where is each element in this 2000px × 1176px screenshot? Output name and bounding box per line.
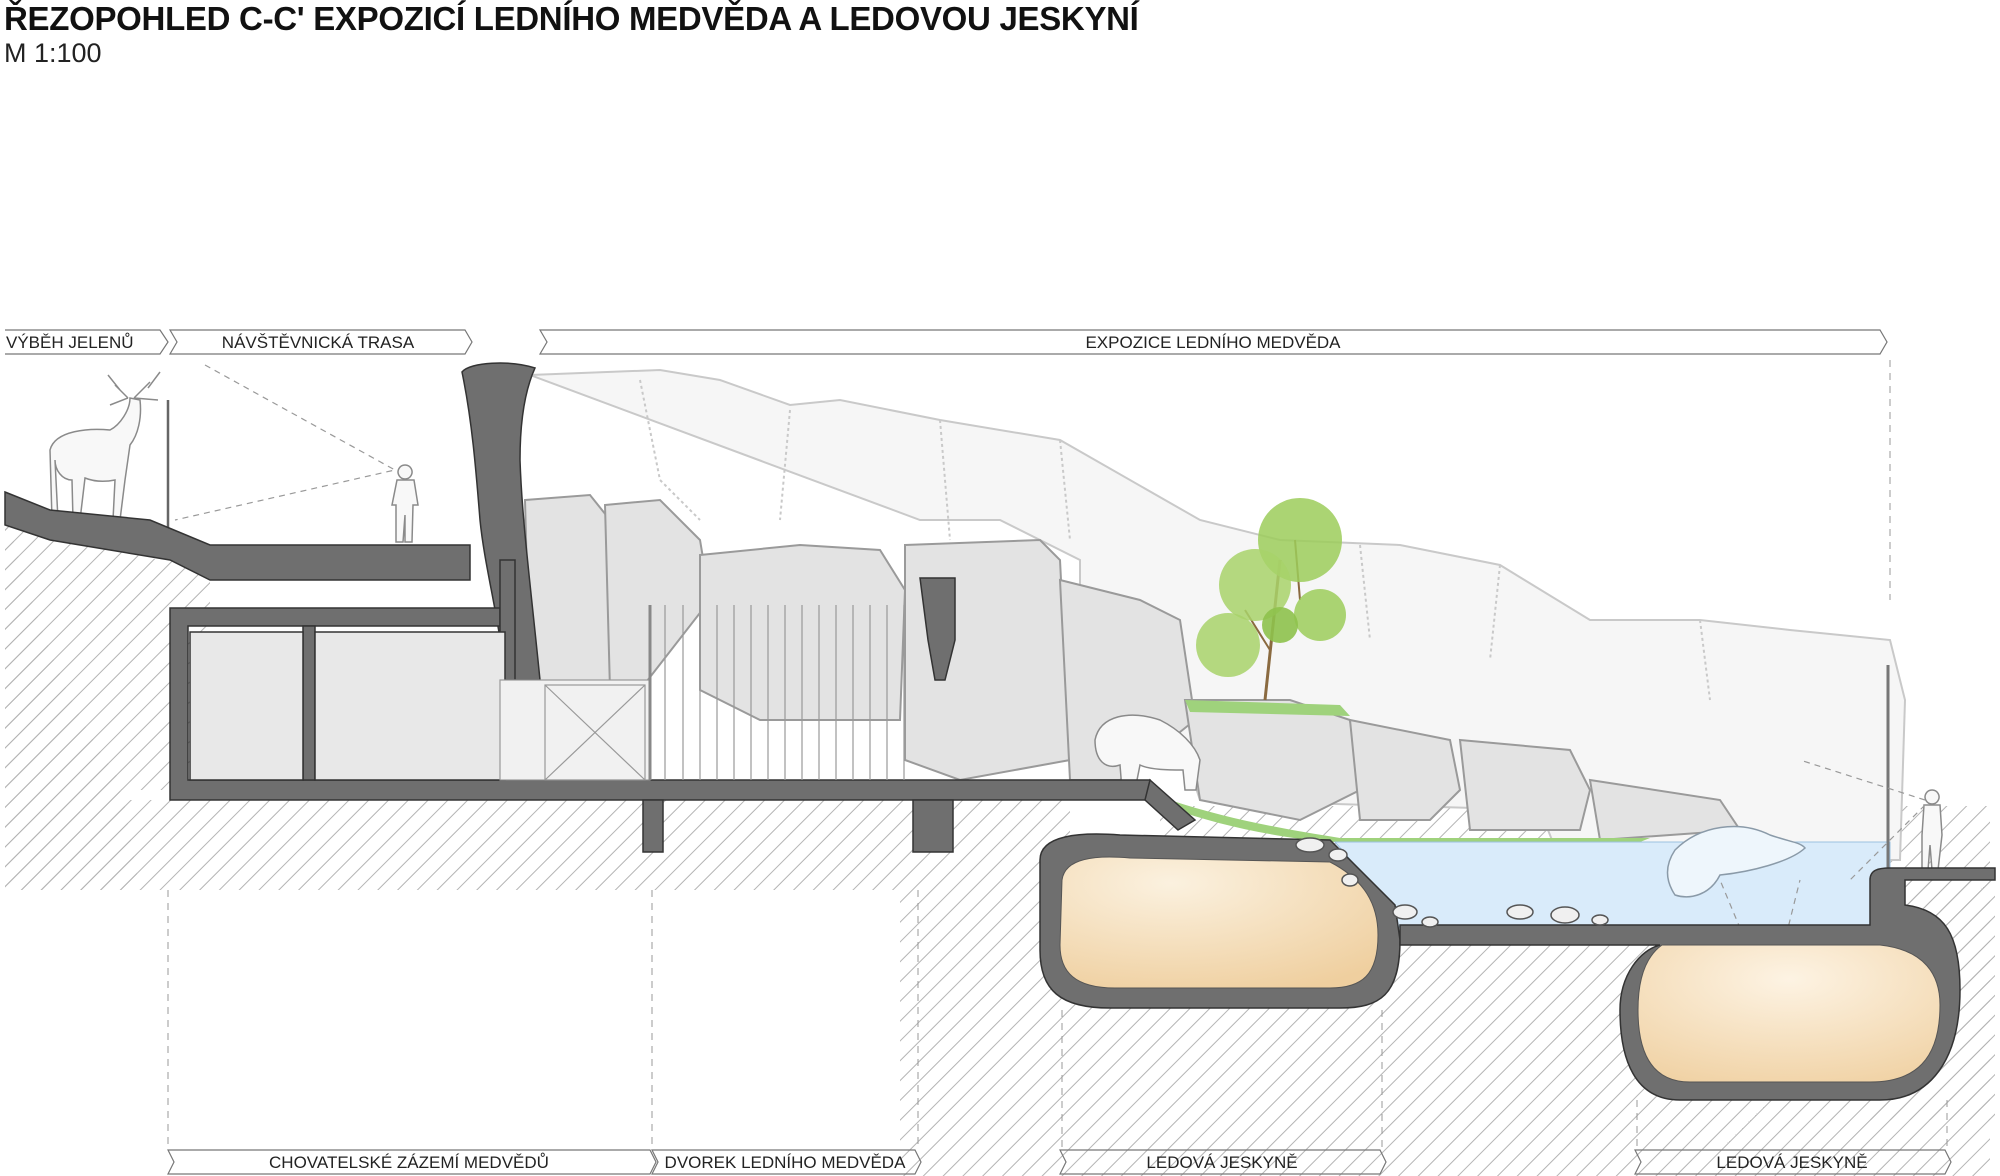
visitor-figure-icon xyxy=(391,464,419,543)
ice-cave-left xyxy=(1039,833,1401,1009)
front-rocks xyxy=(523,493,1742,842)
zone-divider-lines xyxy=(167,360,1948,1148)
grass-slope xyxy=(1185,700,1350,716)
swimming-bear-icon xyxy=(1666,825,1807,898)
zone-label-deer: VÝBĚH JELENŮ xyxy=(6,333,134,352)
glass-viewer-icon xyxy=(1921,789,1943,871)
polar-bear-icon xyxy=(1094,714,1201,791)
tree-icon xyxy=(1196,498,1346,701)
zone-label-bear-yard: DVOREK LEDNÍHO MEDVĚDA xyxy=(665,1153,907,1172)
zone-label-service-area: CHOVATELSKÉ ZÁZEMÍ MEDVĚDŮ xyxy=(269,1153,549,1172)
grass-shore xyxy=(1170,800,1650,842)
zone-band-bottom xyxy=(167,1149,1952,1175)
shore-stones xyxy=(1295,837,1609,928)
bear-yard-bars xyxy=(499,605,905,781)
drawing-title: ŘEZOPOHLED C-C' EXPOZICÍ LEDNÍHO MEDVĚDA… xyxy=(4,0,1139,37)
zone-label-visitor-route: NÁVŠTĚVNICKÁ TRASA xyxy=(222,333,415,352)
service-rooms xyxy=(189,631,506,781)
zone-label-ice-cave-1: LEDOVÁ JESKYNĚ xyxy=(1146,1153,1297,1172)
water-pool xyxy=(1333,841,1891,929)
deer-icon xyxy=(49,371,170,530)
zone-band-top xyxy=(5,329,1888,355)
drawing-scale: M 1:100 xyxy=(4,38,102,68)
ice-cave-right xyxy=(1399,867,1996,1101)
structure-concrete xyxy=(4,362,1197,853)
zone-label-bear-exhibit: EXPOZICE LEDNÍHO MEDVĚDA xyxy=(1085,333,1341,352)
zone-label-ice-cave-2: LEDOVÁ JESKYNĚ xyxy=(1716,1153,1867,1172)
